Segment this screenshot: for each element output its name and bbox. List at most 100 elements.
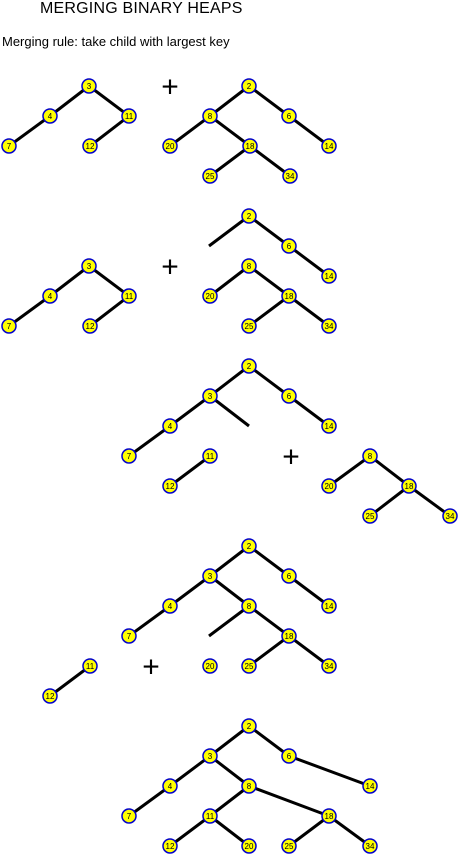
node-circle [242,138,258,154]
node-key: 18 [285,632,294,641]
heap-node: 3 [81,258,97,274]
node-circle [162,778,178,794]
heap-node: 2 [241,718,257,734]
edge-b18-b25 [209,144,251,178]
edge-c8-c18 [369,454,410,488]
node-circle [281,108,297,124]
node-key: 25 [245,322,254,331]
heap-node: 12 [162,478,178,494]
heap-node: 2 [241,208,257,224]
node-circle [281,568,297,584]
heap-node: 7 [121,808,137,824]
heap-node: 4 [162,598,178,614]
edge-m4-m7 [128,424,171,458]
node-circle [241,258,257,274]
open-link-1 [208,214,250,248]
node-circle [162,418,178,434]
node-key: 34 [286,172,295,181]
edge-a3-a11 [88,264,130,298]
edge-a3-a4 [49,84,90,118]
heap-node: 7 [1,138,17,154]
node-key: 34 [325,662,334,671]
node-key: 11 [206,812,215,821]
node-key: 6 [287,112,292,121]
node-circle [321,808,337,824]
node-circle [241,718,257,734]
edge-m2-m6 [248,364,290,398]
heap-node: 4 [42,288,58,304]
heap-node: 18 [401,478,417,494]
edge-m3-m4 [169,574,211,608]
node-key: 2 [247,722,252,731]
node-circle [321,138,337,154]
edge-b2-b6 [248,214,290,248]
node-circle [241,598,257,614]
node-circle [202,168,218,184]
edge-m2-m3 [209,364,250,398]
edge-f6-f14 [288,754,371,788]
edge-b2-b6 [248,84,290,118]
node-key: 20 [166,142,175,151]
node-key: 34 [325,322,334,331]
heap-node: 12 [162,838,178,854]
edge-m4-m7 [128,604,171,638]
node-circle [121,108,137,124]
heap-node: 20 [202,658,218,674]
node-circle [82,318,98,334]
edge-f3-f8 [209,754,250,788]
heap-node: 6 [281,748,297,764]
node-circle [42,108,58,124]
heap-node: 25 [362,508,378,524]
heap-node: 14 [321,268,337,284]
edge-c8-c20 [328,454,371,488]
plus-symbol: + [161,71,179,104]
node-key: 4 [48,112,53,121]
edge-m3-m4 [169,394,211,428]
heap-node: 34 [321,658,337,674]
plus-symbol: + [282,441,300,474]
edge-b6-b14 [288,114,330,148]
heap-node: 20 [321,478,337,494]
node-key: 8 [247,782,252,791]
heap-node: 7 [121,628,137,644]
edge-c18-c34 [408,484,451,518]
node-key: 8 [247,262,252,271]
page-title: MERGING BINARY HEAPS [40,0,243,17]
edges [128,724,371,848]
edge-m8-m18 [248,604,290,638]
plus-sign: + [142,651,160,684]
heap-node: 4 [42,108,58,124]
node-circle [202,658,218,674]
node-circle [241,358,257,374]
node-key: 4 [168,602,173,611]
plus-symbol: + [161,251,179,284]
node-circle [321,418,337,434]
edge-f8-f18 [248,784,330,818]
node-key: 7 [7,142,12,151]
node-key: 3 [208,392,213,401]
edge-m3-m8 [209,574,250,608]
node-circle [202,568,218,584]
node-key: 14 [325,602,334,611]
edge-m2-m6 [248,544,290,578]
edge-b8-b18 [209,114,251,148]
edge-f18-f34 [328,814,371,848]
node-circle [202,288,218,304]
node-key: 7 [127,632,132,641]
heap-node: 20 [202,288,218,304]
edge-f3-f4 [169,754,211,788]
node-key: 11 [206,452,215,461]
node-circle [362,448,378,464]
edge-m6-m14 [288,574,330,608]
heap-node: 34 [442,508,458,524]
node-key: 8 [247,602,252,611]
node-key: 2 [247,212,252,221]
node-circle [82,658,98,674]
node-circle [321,598,337,614]
edge-l11-l12 [49,664,91,698]
node-key: 25 [366,512,375,521]
node-circle [202,448,218,464]
